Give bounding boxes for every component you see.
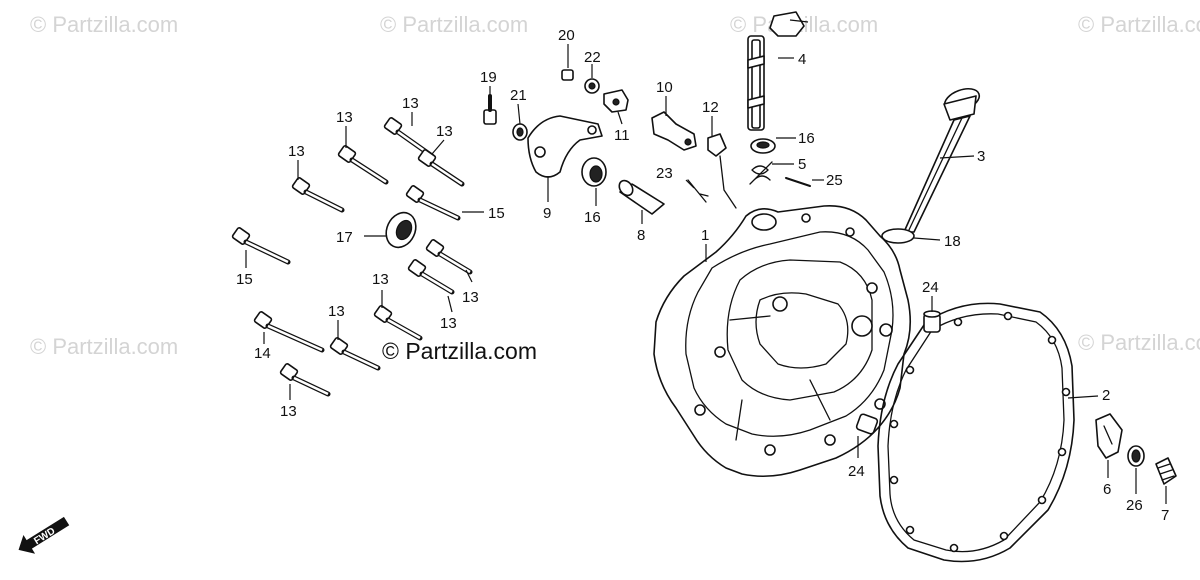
fwd-direction-marker: FWD — [18, 516, 70, 554]
watermark-mid-right: © Partzilla.com — [1078, 330, 1200, 355]
bolt-13-h[interactable] — [329, 337, 381, 371]
callout-3: 3 — [977, 148, 985, 165]
spring-7[interactable] — [1155, 457, 1177, 485]
bolt-15-a[interactable] — [405, 185, 461, 221]
callout-16-b: 16 — [798, 130, 815, 147]
bolt-15-b[interactable] — [231, 227, 291, 265]
cap-6[interactable] — [1095, 413, 1123, 459]
callout-8: 8 — [637, 227, 645, 244]
callout-20: 20 — [558, 27, 575, 44]
right-crankcase-cover-1[interactable] — [653, 204, 912, 478]
callout-13-a: 13 — [402, 95, 419, 112]
dowel-8[interactable] — [616, 178, 665, 215]
callout-13-e: 13 — [462, 289, 479, 306]
watermark-top-middle: © Partzilla.com — [380, 12, 529, 37]
watermark-top-right: © Partzilla.com — [730, 12, 879, 37]
callout-9: 9 — [543, 205, 551, 222]
bolt-13-c[interactable] — [417, 149, 465, 187]
cover-gasket-2[interactable] — [877, 302, 1075, 563]
callout-25: 25 — [826, 172, 843, 189]
callout-13-b: 13 — [336, 109, 353, 126]
callout-13-d: 13 — [288, 143, 305, 160]
bolt-20[interactable] — [561, 69, 574, 81]
callout-15-a: 15 — [488, 205, 505, 222]
callout-23: 23 — [656, 165, 673, 182]
shift-shaft-4[interactable] — [747, 11, 805, 131]
callout-18: 18 — [944, 233, 961, 250]
pin-11[interactable] — [603, 89, 629, 113]
callout-7: 7 — [1161, 507, 1169, 524]
dowel-pin-24-a[interactable] — [923, 310, 941, 333]
callout-16-a: 16 — [584, 209, 601, 226]
callout-15-b: 15 — [236, 271, 253, 288]
callout-10: 10 — [656, 79, 673, 96]
callout-12: 12 — [702, 99, 719, 116]
pin-23[interactable] — [687, 179, 709, 203]
callout-13-c: 13 — [436, 123, 453, 140]
bolt-14[interactable] — [253, 311, 325, 353]
callout-24-a: 24 — [922, 279, 939, 296]
oil-seal-17[interactable] — [381, 208, 422, 252]
bolt-19[interactable] — [483, 94, 497, 125]
callout-14: 14 — [254, 345, 271, 362]
callout-13-i: 13 — [280, 403, 297, 420]
callout-6: 6 — [1103, 481, 1111, 498]
pin-25[interactable] — [785, 177, 811, 187]
o-ring-26[interactable] — [1127, 445, 1145, 467]
callout-13-f: 13 — [440, 315, 457, 332]
bearing-16-a[interactable] — [581, 157, 607, 187]
callout-1: 1 — [701, 227, 709, 244]
callout-26: 26 — [1126, 497, 1143, 514]
callout-13-h: 13 — [328, 303, 345, 320]
washer-21[interactable] — [512, 123, 528, 141]
washer-22[interactable] — [584, 78, 600, 94]
watermark-mid-left: © Partzilla.com — [30, 334, 179, 359]
callout-19: 19 — [480, 69, 497, 86]
bolt-13-i[interactable] — [279, 363, 331, 397]
bolt-13-e[interactable] — [425, 239, 473, 275]
callout-21: 21 — [510, 87, 527, 104]
bolt-13-b[interactable] — [337, 145, 389, 185]
callout-5: 5 — [798, 156, 806, 173]
dowel-pin-24-b[interactable] — [855, 413, 879, 435]
callout-4: 4 — [798, 51, 806, 68]
watermark-center: © Partzilla.com — [382, 338, 537, 364]
bracket-9[interactable] — [527, 115, 603, 178]
callout-11: 11 — [614, 127, 630, 144]
callout-24-b: 24 — [848, 463, 865, 480]
leader-lines — [245, 19, 1167, 504]
bolt-13-d[interactable] — [291, 177, 345, 213]
bolt-13-g[interactable] — [373, 305, 423, 341]
arm-10[interactable] — [651, 111, 697, 151]
watermark-top-far-right: © Partzilla.com — [1078, 12, 1200, 37]
watermark-top-left: © Partzilla.com — [30, 12, 179, 37]
callout-numbers: 4 16 5 25 3 18 1 2 6 26 7 24 24 8 16 9 1… — [236, 27, 1169, 524]
callout-13-g: 13 — [372, 271, 389, 288]
spring-clip-12[interactable] — [707, 133, 737, 209]
spring-5[interactable] — [749, 161, 773, 185]
oil-dipstick-3[interactable] — [903, 84, 982, 233]
bearing-16-b[interactable] — [750, 138, 776, 154]
bolt-13-f[interactable] — [407, 259, 455, 295]
o-ring-18[interactable] — [881, 228, 915, 244]
callout-22: 22 — [584, 49, 601, 66]
callout-17: 17 — [336, 229, 353, 246]
callout-2: 2 — [1102, 387, 1110, 404]
